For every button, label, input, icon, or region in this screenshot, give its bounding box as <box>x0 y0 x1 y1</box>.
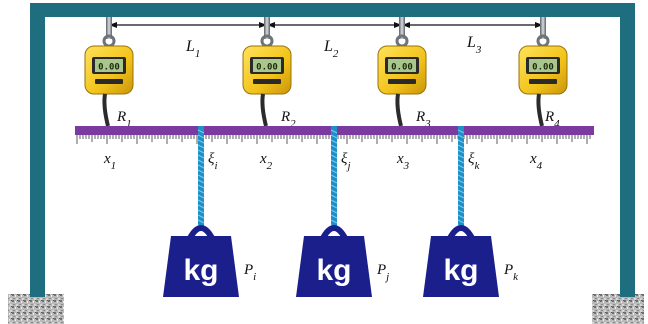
scale-reading: 0.00 <box>98 63 120 73</box>
scale-lower-hook <box>536 93 544 127</box>
weight-body <box>423 236 499 297</box>
hanging-weight: kg <box>163 126 239 297</box>
weight-label-2: Pj <box>376 262 389 283</box>
hook-rod <box>540 17 546 39</box>
weight-kg-text: kg <box>443 254 478 287</box>
scale-reading: 0.00 <box>532 63 554 73</box>
hook-ring <box>260 34 274 48</box>
scale-buttons <box>529 79 557 84</box>
weight-kg-text: kg <box>183 254 218 287</box>
support-frame <box>30 3 635 297</box>
reaction-label-1: R1 <box>116 109 132 130</box>
rope <box>198 126 204 230</box>
weight-kg-text: kg <box>316 254 351 287</box>
reaction-label-3: R3 <box>415 109 431 130</box>
weight-body <box>163 236 239 297</box>
lcd-screen <box>388 59 416 72</box>
reaction-label-2: R2 <box>280 109 296 130</box>
scale-lower-hook <box>102 93 110 127</box>
left-ground-block <box>8 294 64 324</box>
load-position-label-3: ξk <box>468 151 480 172</box>
hook-rod <box>264 17 270 39</box>
span-label-2: L2 <box>323 38 339 60</box>
weight-body <box>296 236 372 297</box>
weight-label-1: Pi <box>243 262 256 283</box>
hanging-scale: 0.00 <box>84 17 134 127</box>
span-dimensions <box>109 22 543 28</box>
reaction-label-4: R4 <box>544 109 560 130</box>
hook-rod <box>399 17 405 39</box>
lcd-screen <box>529 59 557 72</box>
lcd-screen <box>95 59 123 72</box>
span-label-1: L1 <box>185 38 200 60</box>
rope <box>458 126 464 230</box>
hanging-scale: 0.00 <box>242 17 292 127</box>
right-ground-block <box>592 294 644 324</box>
hook-rod <box>106 17 112 39</box>
hook-ring <box>395 34 409 48</box>
lcd-screen <box>253 59 281 72</box>
scale-reading: 0.00 <box>256 63 278 73</box>
rope <box>331 126 337 230</box>
position-label-3: x3 <box>396 151 410 172</box>
scale-buttons <box>253 79 281 84</box>
position-label-4: x4 <box>529 151 543 172</box>
hook-ring <box>536 34 550 48</box>
position-label-2: x2 <box>259 151 273 172</box>
position-label-1: x1 <box>103 151 116 172</box>
hanging-scale: 0.00 <box>377 17 427 127</box>
hanging-weight: kg <box>296 126 372 297</box>
hanging-scale: 0.00 <box>518 17 568 127</box>
weight-label-3: Pk <box>503 262 519 283</box>
scale-lower-hook <box>260 93 268 127</box>
scale-buttons <box>388 79 416 84</box>
span-label-3: L3 <box>466 34 482 56</box>
load-position-label-1: ξi <box>208 151 218 172</box>
scale-reading: 0.00 <box>391 63 413 73</box>
hook-ring <box>102 34 116 48</box>
scale-buttons <box>95 79 123 84</box>
scale-lower-hook <box>395 93 403 127</box>
hanging-weight: kg <box>423 126 499 297</box>
load-position-label-2: ξj <box>341 151 351 172</box>
